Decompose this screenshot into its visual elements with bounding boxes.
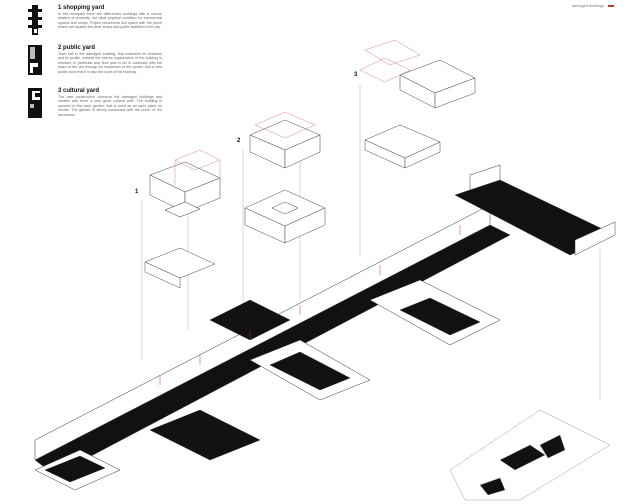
yard-description: Town hall is the damaged building, that … [58,52,162,74]
damaged-volume-1 [174,149,221,185]
yard-title: 3 cultural yard [58,88,100,94]
marker-3: 3 [354,72,358,78]
main-axis [34,164,616,491]
exploded-volume-3 [364,59,476,169]
yard-title: 2 public yard [58,45,96,51]
cultural-yard-plan-icon [28,88,42,118]
damaged-volume-2 [254,111,316,139]
exploded-volume-2 [244,119,326,244]
yard-description: In this backyard there are differences b… [58,12,162,30]
city-map [449,409,611,501]
public-yard-plan-icon [28,45,42,75]
damaged-markers [159,225,461,385]
marker-1: 1 [135,189,139,195]
damaged-swatch [608,5,614,7]
marker-2: 2 [237,138,241,144]
yard-title: 1 shopping yard [58,5,105,11]
exploded-volume-1 [144,161,221,289]
damaged-volume-3 [359,39,421,83]
shopping-yard-plan-icon [28,5,42,35]
yard-description: The new construction connects the damage… [58,95,162,117]
legend-key-label: damaged buildings [572,4,604,8]
legend-key: damaged buildings [572,4,614,8]
